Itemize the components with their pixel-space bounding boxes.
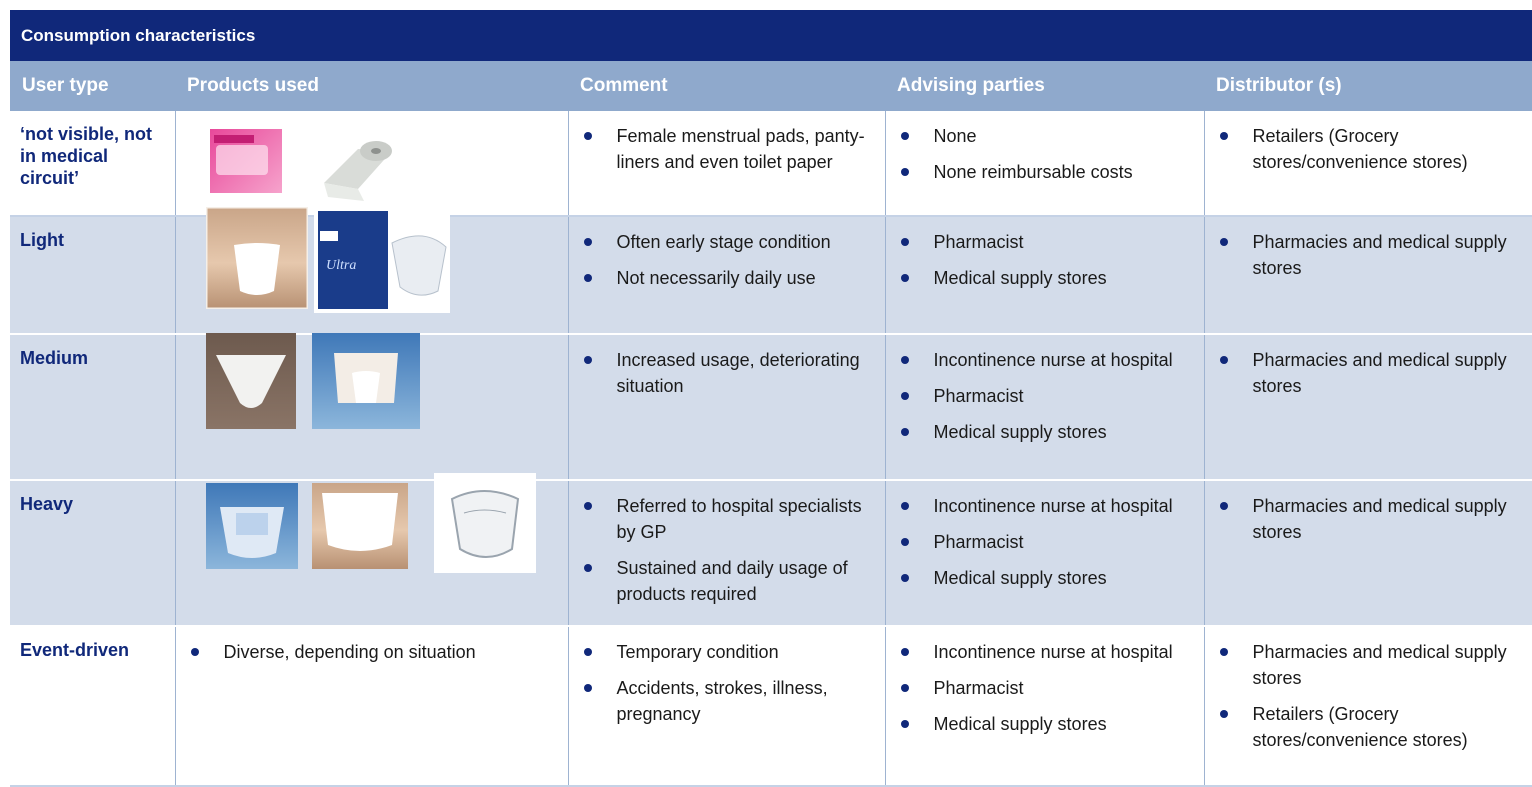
- list-item: Medical supply stores: [896, 565, 1196, 591]
- mesh-pants-image: [205, 207, 308, 309]
- list-item: Sustained and daily usage of products re…: [579, 555, 877, 607]
- list-item: Accidents, strokes, illness, pregnancy: [579, 675, 877, 727]
- advising-cell: Incontinence nurse at hospital Pharmacis…: [884, 626, 1204, 787]
- consumption-table-container: Consumption characteristics User type Pr…: [10, 10, 1532, 787]
- list-item: None reimbursable costs: [896, 159, 1196, 185]
- table-row: Event-driven Diverse, depending on situa…: [10, 626, 1532, 787]
- fixation-pants-image: [311, 333, 420, 429]
- list-item: None: [896, 123, 1196, 149]
- list-item: Retailers (Grocery stores/convenience st…: [1215, 701, 1525, 753]
- products-cell: Diverse, depending on situation: [174, 626, 568, 787]
- table-title: Consumption characteristics: [10, 10, 1532, 61]
- list-item: Pharmacies and medical supply stores: [1215, 639, 1525, 691]
- list-item: Medical supply stores: [896, 711, 1196, 737]
- all-in-one-brief-image: [433, 473, 536, 573]
- advising-cell: Pharmacist Medical supply stores: [884, 216, 1204, 335]
- header-comment: Comment: [568, 61, 885, 111]
- list-item: Retailers (Grocery stores/convenience st…: [1215, 123, 1525, 175]
- table-row: Light Ultra Often early stage condition: [10, 207, 1532, 335]
- list-item: Medical supply stores: [896, 419, 1196, 445]
- list-item: Incontinence nurse at hospital: [896, 347, 1196, 373]
- toilet-paper-image: [317, 131, 400, 207]
- header-row: User type Products used Comment Advising…: [10, 61, 1532, 111]
- comment-cell: Female menstrual pads, panty-liners and …: [567, 111, 885, 217]
- distributor-cell: Pharmacies and medical supply stores: [1203, 216, 1532, 335]
- header-products-used: Products used: [175, 61, 568, 111]
- list-item: Pharmacies and medical supply stores: [1215, 493, 1525, 545]
- list-item: Temporary condition: [579, 639, 877, 665]
- header-advising-parties: Advising parties: [885, 61, 1204, 111]
- list-item: Pharmacist: [896, 529, 1196, 555]
- products-cell: [174, 333, 568, 481]
- carefree-pads-image: [209, 129, 282, 193]
- distributor-cell: Pharmacies and medical supply stores: [1203, 480, 1532, 627]
- male-guard-image: [205, 333, 296, 429]
- advising-cell: Incontinence nurse at hospital Pharmacis…: [884, 480, 1204, 627]
- tena-ultra-pack-image: Ultra: [313, 207, 450, 313]
- list-item: Increased usage, deteriorating situation: [579, 347, 877, 399]
- list-item: Incontinence nurse at hospital: [896, 639, 1196, 665]
- list-item: Incontinence nurse at hospital: [896, 493, 1196, 519]
- user-type-cell: Event-driven: [10, 626, 175, 787]
- list-item: Female menstrual pads, panty-liners and …: [579, 123, 877, 175]
- list-item: Medical supply stores: [896, 265, 1196, 291]
- comment-cell: Referred to hospital specialists by GP S…: [567, 480, 885, 627]
- distributor-cell: Retailers (Grocery stores/convenience st…: [1203, 111, 1532, 217]
- user-type-cell: Heavy: [10, 480, 175, 627]
- list-item: Referred to hospital specialists by GP: [579, 493, 877, 545]
- list-item: Pharmacist: [896, 675, 1196, 701]
- advising-cell: None None reimbursable costs: [884, 111, 1204, 217]
- products-cell: [174, 473, 568, 627]
- distributor-cell: Pharmacies and medical supply stores: [1203, 334, 1532, 481]
- comment-cell: Often early stage condition Not necessar…: [567, 216, 885, 335]
- products-cell: [174, 111, 568, 217]
- user-type-cell: Medium: [10, 334, 175, 481]
- list-item: Pharmacies and medical supply stores: [1215, 347, 1525, 399]
- list-item: Pharmacies and medical supply stores: [1215, 229, 1525, 281]
- adult-brief-image: [205, 483, 298, 569]
- list-item: Not necessarily daily use: [579, 265, 877, 291]
- table-row: ‘not visible, not in medical circuit’ Fe…: [10, 111, 1532, 217]
- comment-cell: Temporary condition Accidents, strokes, …: [567, 626, 885, 787]
- header-user-type: User type: [10, 61, 175, 111]
- table-row: Heavy: [10, 473, 1532, 627]
- user-type-cell: ‘not visible, not in medical circuit’: [10, 111, 175, 217]
- consumption-table: User type Products used Comment Advising…: [10, 61, 1532, 787]
- list-item: Often early stage condition: [579, 229, 877, 255]
- user-type-cell: Light: [10, 216, 175, 335]
- table-row: Medium Increased usage, deteriorating si…: [10, 333, 1532, 481]
- advising-cell: Incontinence nurse at hospital Pharmacis…: [884, 334, 1204, 481]
- list-item: Pharmacist: [896, 383, 1196, 409]
- pull-up-pants-image: [311, 483, 408, 569]
- comment-cell: Increased usage, deteriorating situation: [567, 334, 885, 481]
- distributor-cell: Pharmacies and medical supply stores Ret…: [1203, 626, 1532, 787]
- list-item: Pharmacist: [896, 229, 1196, 255]
- list-item: Diverse, depending on situation: [186, 639, 560, 665]
- header-distributors: Distributor (s): [1204, 61, 1532, 111]
- svg-text:Ultra: Ultra: [326, 258, 356, 273]
- products-cell: Ultra: [174, 207, 568, 335]
